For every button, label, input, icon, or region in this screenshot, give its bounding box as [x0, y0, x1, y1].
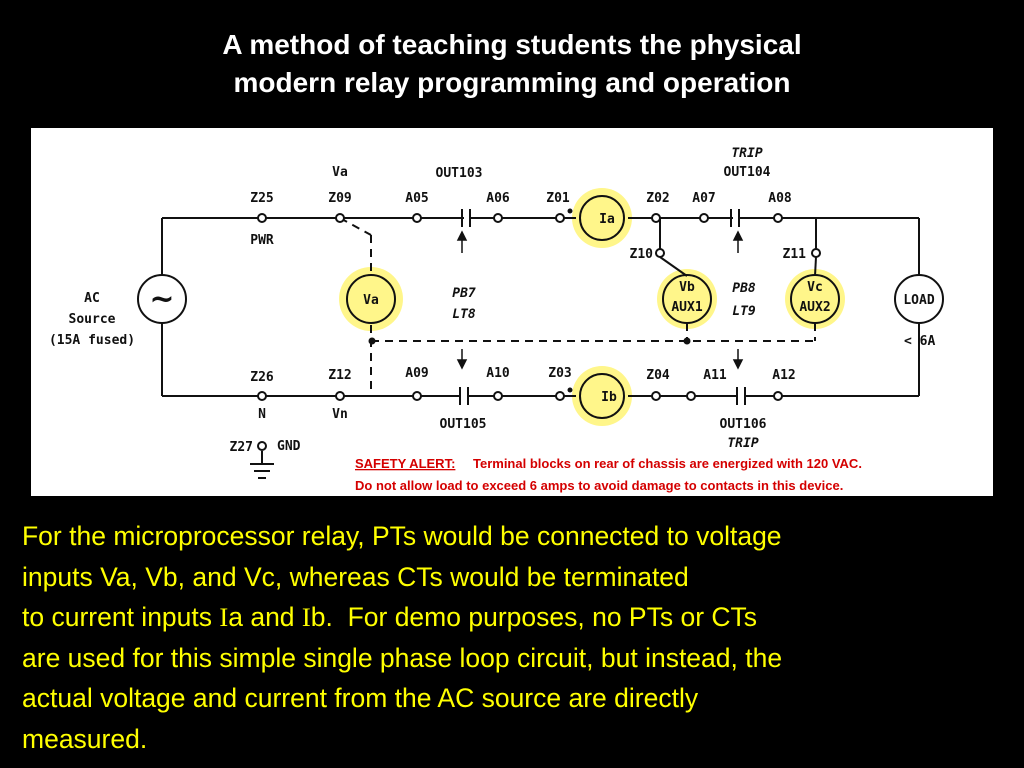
- label-out104: OUT104: [724, 165, 771, 180]
- terminal-z11: Z11: [783, 247, 807, 262]
- terminal-z25: Z25: [250, 191, 273, 206]
- ac-source-icon: [137, 274, 187, 324]
- body-line-2: inputs Va, Vb, and Vc, whereas CTs would…: [22, 561, 689, 592]
- body-line-3-post: b. For demo purposes, no PTs or CTs: [310, 602, 758, 632]
- body-line-4: are used for this simple single phase lo…: [22, 642, 783, 673]
- label-n: N: [258, 407, 266, 422]
- wires: [161, 209, 920, 479]
- vc-element: [790, 274, 840, 324]
- device-circles: [137, 274, 944, 324]
- body-and: and: [242, 602, 302, 632]
- body-ia-subscript: a: [228, 602, 243, 632]
- element-aux2-label: AUX2: [799, 300, 830, 315]
- terminal-a08: A08: [768, 191, 792, 206]
- label-lt8: LT8: [452, 307, 476, 322]
- load-icon: [894, 274, 944, 324]
- label-source: Source: [69, 312, 116, 327]
- label-va-top: Va: [332, 165, 348, 180]
- terminal-a05: A05: [405, 191, 428, 206]
- junction-dots: [368, 208, 691, 393]
- label-pwr: PWR: [250, 233, 274, 248]
- contact-arrows: [456, 230, 744, 370]
- ib-element: [579, 373, 625, 419]
- va-element: [346, 274, 396, 324]
- safety-alert-line-1: Terminal blocks on rear of chassis are e…: [473, 456, 862, 471]
- slide-title: A method of teaching students the physic…: [0, 26, 1024, 102]
- terminal-a11: A11: [703, 368, 727, 383]
- label-vn: Vn: [332, 407, 348, 422]
- label-pb8: PB8: [732, 281, 756, 296]
- terminal-a12: A12: [772, 368, 795, 383]
- label-fused: (15A fused): [49, 333, 135, 348]
- label-out105: OUT105: [440, 417, 487, 432]
- terminal-z02: Z02: [646, 191, 669, 206]
- body-line-3: to current inputs Ia and Ib. For demo pu…: [22, 597, 1012, 638]
- terminal-z01: Z01: [546, 191, 570, 206]
- label-gnd: GND: [277, 439, 301, 454]
- measure-circles: [346, 195, 840, 419]
- terminal-a06: A06: [486, 191, 510, 206]
- title-line-2: modern relay programming and operation: [233, 67, 791, 98]
- element-ia-label: Ia: [599, 212, 615, 227]
- body-line-6: measured.: [22, 723, 148, 754]
- element-ib-label: Ib: [601, 390, 617, 405]
- terminal-z27: Z27: [230, 440, 253, 455]
- label-out106: OUT106: [720, 417, 767, 432]
- safety-alert-heading: SAFETY ALERT:: [355, 456, 455, 471]
- explanation-text: For the microprocessor relay, PTs would …: [22, 516, 1012, 759]
- safety-alert-line-2: Do not allow load to exceed 6 amps to av…: [355, 478, 843, 493]
- terminal-z10: Z10: [630, 247, 654, 262]
- terminal-z09: Z09: [328, 191, 351, 206]
- ia-element: [579, 195, 625, 241]
- body-line-5: actual voltage and current from the AC s…: [22, 683, 699, 713]
- element-aux1-label: AUX1: [671, 300, 702, 315]
- element-vb-label: Vb: [679, 280, 695, 295]
- relay-wiring-diagram: Z25 Z09 A05 A06 Z01 Z02 A07 A08 Z10 Z11 …: [31, 128, 993, 496]
- element-vc-label: Vc: [807, 280, 823, 295]
- dashed-connections: [339, 217, 816, 393]
- circuit-svg: Z25 Z09 A05 A06 Z01 Z02 A07 A08 Z10 Z11 …: [49, 146, 944, 493]
- sine-wave-icon: ~: [149, 282, 174, 317]
- highlight-glows: [339, 188, 845, 426]
- terminal-z26: Z26: [250, 370, 274, 385]
- body-ib-symbol: I: [301, 602, 311, 632]
- label-limit: < 6A: [904, 334, 935, 349]
- label-ac: AC: [84, 291, 100, 306]
- terminal-z03: Z03: [548, 366, 571, 381]
- terminal-z12: Z12: [328, 368, 351, 383]
- element-load-label: LOAD: [903, 293, 934, 308]
- terminal-nodes: [257, 213, 821, 451]
- element-va-label: Va: [363, 293, 379, 308]
- label-lt9: LT9: [732, 304, 756, 319]
- terminal-a07: A07: [692, 191, 715, 206]
- body-ia-symbol: I: [219, 602, 229, 632]
- vb-element: [662, 274, 712, 324]
- terminal-a10: A10: [486, 366, 510, 381]
- body-line-1: For the microprocessor relay, PTs would …: [22, 521, 782, 551]
- body-line-3-pre: to current inputs: [22, 602, 220, 632]
- terminal-a09: A09: [405, 366, 428, 381]
- label-out103: OUT103: [436, 166, 483, 181]
- title-line-1: A method of teaching students the physic…: [222, 29, 802, 60]
- label-pb7: PB7: [452, 286, 476, 301]
- terminal-z04: Z04: [646, 368, 670, 383]
- label-trip-bottom: TRIP: [727, 436, 758, 451]
- label-trip-top: TRIP: [731, 146, 762, 161]
